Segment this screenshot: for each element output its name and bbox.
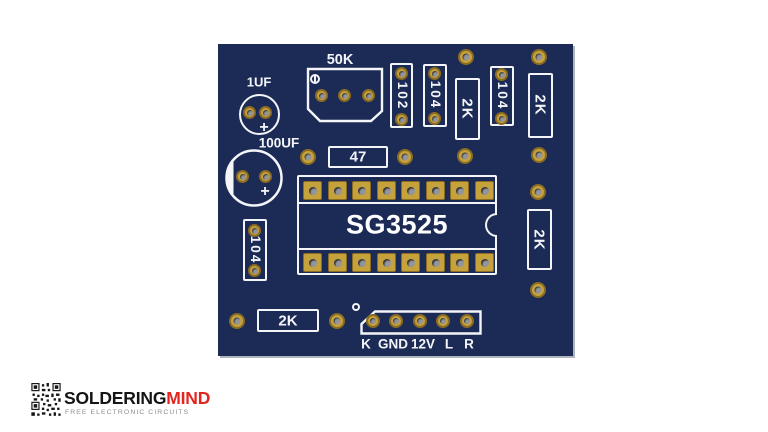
ic-pad [328, 181, 347, 200]
res-104-label: 104 [494, 81, 510, 111]
cap-1uf-polarity-mark: + [259, 119, 269, 136]
qr-code [31, 383, 61, 416]
brand-title-black: SOLDERING [64, 388, 167, 408]
pot-50k-outline [306, 67, 384, 123]
solder-pad [248, 264, 261, 277]
ic-pad [475, 181, 494, 200]
ic-pad [475, 253, 494, 272]
ic-divider-line [299, 248, 495, 250]
solder-pad [531, 147, 547, 163]
connector-pad [460, 314, 474, 328]
ic-label: SG3525 [345, 209, 449, 240]
pin1-marker-circle [352, 303, 360, 311]
ic-pad [303, 253, 322, 272]
res-2k-outline [455, 78, 480, 140]
connector-pad [413, 314, 427, 328]
connector-outline [360, 310, 482, 335]
solder-pad [362, 89, 375, 102]
solder-pad [395, 113, 408, 126]
solder-pad [531, 49, 547, 65]
solder-pad [397, 149, 413, 165]
solder-pad [395, 67, 408, 80]
ic-pad [450, 253, 469, 272]
solder-pad [236, 170, 249, 183]
connector-pad [366, 314, 380, 328]
res-2k-label: 2K [530, 229, 548, 251]
cap-1uf-label: 1UF [246, 74, 272, 90]
pin-label-12v: 12V [410, 336, 436, 352]
ic-pad [377, 181, 396, 200]
solder-pad [495, 68, 508, 81]
pin-label-r: R [464, 336, 474, 352]
ic-pad [352, 181, 371, 200]
solder-pad [530, 282, 546, 298]
solder-pad [458, 49, 474, 65]
solder-pad [329, 313, 345, 329]
res-102-label: 102 [394, 81, 410, 111]
brand-title-red: MIND [166, 388, 211, 408]
solder-pad [495, 112, 508, 125]
res-104-outline [423, 64, 447, 127]
solder-pad [428, 112, 441, 125]
ic-divider-line [299, 202, 495, 204]
ic-pad [401, 181, 420, 200]
solder-pad [259, 170, 272, 183]
ic-pad [450, 181, 469, 200]
ic-pad [426, 181, 445, 200]
res-102-outline [390, 63, 413, 128]
res-2k-outline [527, 209, 552, 270]
res-47-label: 47 [349, 148, 367, 166]
solder-pad [315, 89, 328, 102]
pot-adjust-icon [310, 74, 320, 84]
ic-notch [485, 213, 497, 237]
solder-pad [530, 184, 546, 200]
brand-title: SOLDERINGMIND [64, 388, 210, 409]
cap-100uf-polarity-mark: + [260, 183, 270, 200]
ic-sg3525-outline: SG3525 [297, 175, 497, 275]
res-2k-label: 2K [278, 312, 298, 330]
res-2k-label: 2K [458, 98, 476, 120]
cap-1uf-outline [239, 94, 280, 135]
ic-pad [377, 253, 396, 272]
ic-pad [426, 253, 445, 272]
solder-pad [248, 224, 261, 237]
res-2k-label: 2K [531, 94, 549, 116]
solder-pad [338, 89, 351, 102]
res-47-outline [328, 146, 388, 168]
res-104-label: 104 [247, 235, 263, 265]
pin-label-k: K [361, 336, 371, 352]
cap-100uf-outline [225, 149, 283, 207]
pot-50k-label: 50K [326, 51, 354, 68]
ic-pad [401, 253, 420, 272]
solder-pad [428, 67, 441, 80]
brand-tagline: FREE ELECTRONIC CIRCUITS [65, 409, 190, 416]
solder-pad [229, 313, 245, 329]
res-2k-outline [528, 73, 553, 138]
pin-label-gnd: GND [378, 336, 408, 352]
pcb-board: 1UF 50K 100UF + + 102 104 [218, 44, 573, 356]
res-104-outline [490, 66, 514, 126]
connector-pad [389, 314, 403, 328]
ic-pad [352, 253, 371, 272]
solder-pad [300, 149, 316, 165]
res-104-label: 104 [427, 80, 443, 110]
ic-pad [328, 253, 347, 272]
solder-pad [259, 106, 272, 119]
connector-pad [436, 314, 450, 328]
pin-label-l: L [444, 336, 454, 352]
res-104-outline [243, 219, 267, 281]
res-2k-outline [257, 309, 319, 332]
solder-pad [243, 106, 256, 119]
ic-pad [303, 181, 322, 200]
cap-100uf-label: 100UF [258, 135, 300, 151]
solder-pad [457, 148, 473, 164]
